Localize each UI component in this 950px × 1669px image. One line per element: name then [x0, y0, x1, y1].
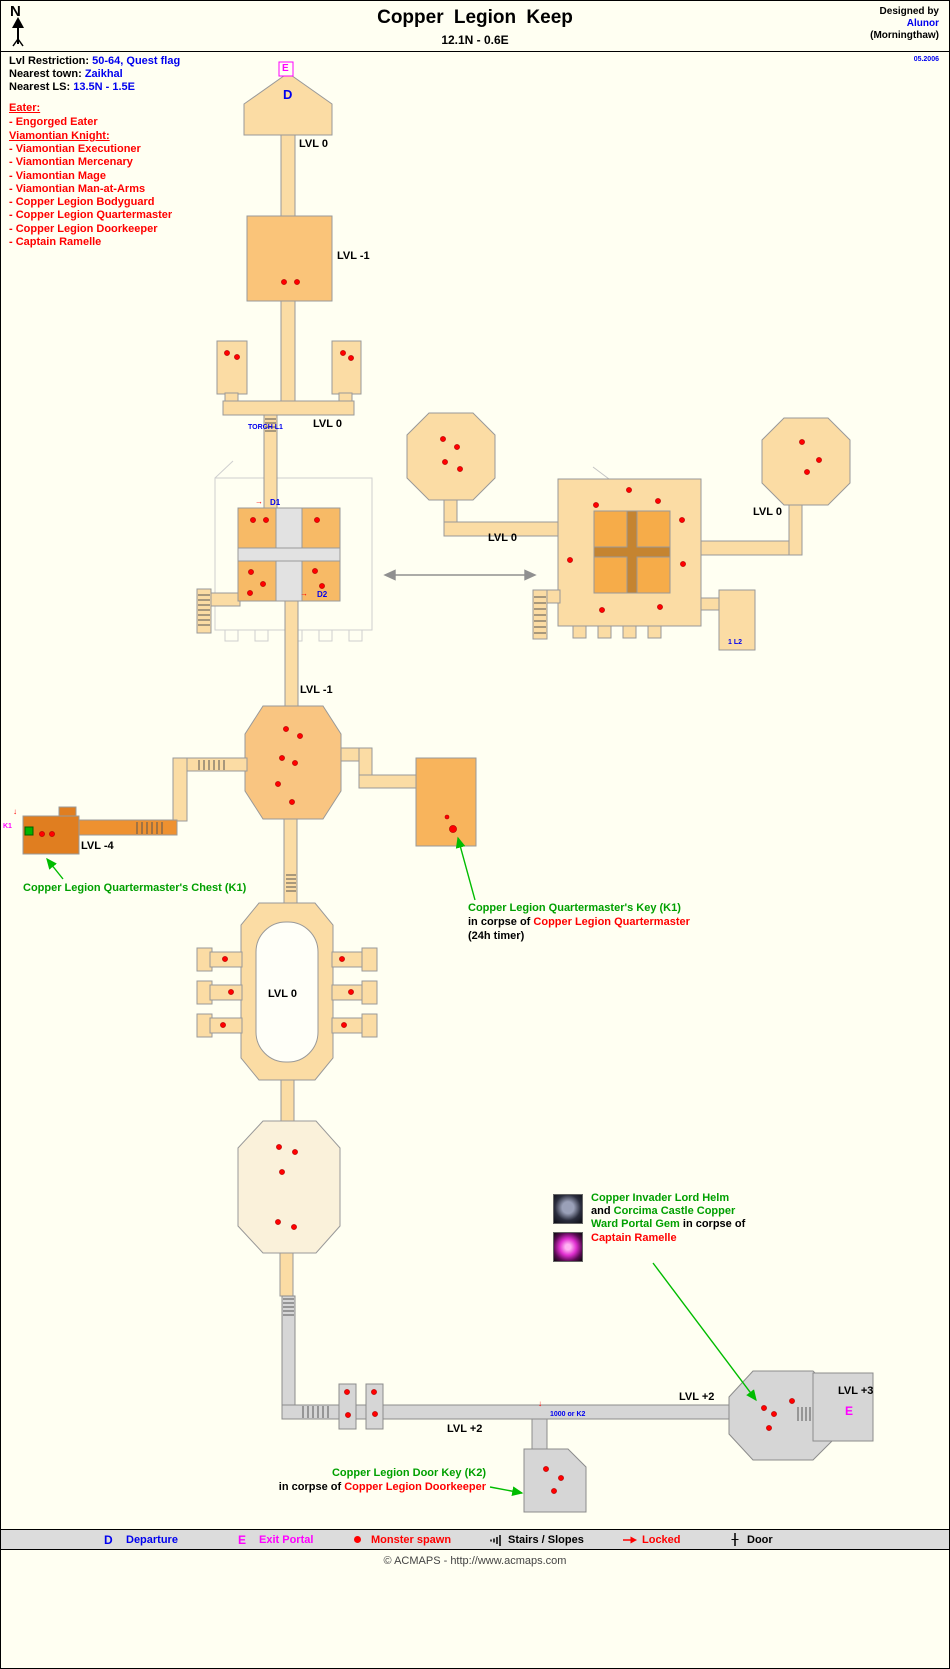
knight-item: - Captain Ramelle	[9, 236, 102, 249]
surface-complex	[406, 412, 851, 651]
key2-monster: Copper Legion Doorkeeper	[344, 1481, 486, 1493]
annotation-lines	[46, 836, 757, 1497]
key1-annotation-line3: (24h timer)	[468, 930, 525, 942]
stadium-inner	[255, 921, 319, 1063]
key1-annotation-line2: in corpse of Copper Legion Quartermaster	[468, 916, 690, 929]
nearest-town-value: Zaikhal	[84, 68, 123, 80]
lvl-label: LVL -1	[300, 684, 333, 696]
chest-annotation: Copper Legion Quartermaster's Chest (K1)	[23, 882, 247, 894]
four-room-complex	[237, 507, 341, 602]
lvl-label: LVL 0	[488, 532, 517, 544]
ramelle-item2a: Corcima Castle Copper	[613, 1205, 736, 1217]
legend-departure-label: Departure	[126, 1534, 178, 1546]
lvl-label: LVL 0	[299, 138, 328, 150]
map-date: 05.2006	[913, 56, 939, 63]
knight-item: - Copper Legion Doorkeeper	[9, 222, 158, 235]
lvl-label: LVL -4	[81, 840, 114, 852]
door-d1-label: D1	[270, 498, 281, 507]
north-arrow-icon	[12, 17, 24, 47]
lvl-label: LVL +2	[679, 1391, 715, 1403]
legend-locked-label: Locked	[642, 1534, 681, 1546]
key1-monster: Copper Legion Quartermaster	[533, 916, 690, 928]
designer-block: Designed by Alunor (Morningthaw)	[870, 6, 939, 41]
departure-label: D	[283, 87, 293, 102]
gem-item-icon	[553, 1232, 583, 1262]
l2-note: 1 L2	[728, 639, 743, 646]
legend-departure-key: D	[104, 1533, 113, 1547]
north-label: N	[10, 3, 21, 20]
key2-in-corpse: in corpse of	[278, 1481, 345, 1493]
ramelle-annotation-line3: Ward Portal Gem in corpse of	[591, 1218, 745, 1231]
stairs-hatches	[136, 418, 811, 1421]
knight-item: - Viamontian Mage	[9, 169, 106, 182]
lvl-label: LVL -1	[337, 250, 370, 262]
nearest-ls-row: Nearest LS: 13.5N - 1.5E	[9, 81, 135, 94]
ramelle-annotation-line2: and Corcima Castle Copper	[591, 1205, 735, 1218]
ramelle-and: and	[591, 1205, 614, 1217]
legend-monster-label: Monster spawn	[371, 1534, 452, 1546]
lvl-label: LVL 0	[313, 418, 342, 430]
header-divider	[1, 51, 949, 52]
ramelle-annotation-line1: Copper Invader Lord Helm	[591, 1192, 730, 1204]
key2-annotation-line2: in corpse of Copper Legion Doorkeeper	[201, 1481, 486, 1494]
knight-item: - Viamontian Man-at-Arms	[9, 182, 146, 195]
lock-icon: →	[255, 497, 263, 506]
lock-icon: →	[300, 589, 308, 598]
stairs-icon	[490, 1535, 501, 1546]
designer-world: (Morningthaw)	[870, 29, 939, 41]
lock-icon: ↓	[13, 807, 17, 816]
ramelle-annotation-line4: Captain Ramelle	[591, 1232, 677, 1244]
nearest-town-label: Nearest town:	[9, 68, 82, 80]
key1-in-corpse: in corpse of	[468, 916, 534, 928]
k1-marker-label: K1	[3, 823, 12, 830]
lvl-label: LVL +3	[838, 1385, 874, 1397]
legend-exit-label: Exit Portal	[259, 1534, 314, 1546]
eater-group-title: Eater:	[9, 102, 41, 114]
door-icon	[731, 1533, 739, 1546]
knight-item: - Copper Legion Bodyguard	[9, 196, 155, 209]
lock-icon: ↓	[538, 1399, 542, 1408]
nearest-ls-value: 13.5N - 1.5E	[73, 81, 135, 93]
knight-item: - Viamontian Mercenary	[9, 156, 133, 169]
legend-bar	[1, 1529, 949, 1550]
helm-item-icon	[553, 1194, 583, 1224]
torch-note: TORCH L1	[248, 424, 283, 431]
monster-spawns	[39, 279, 822, 1494]
exit-portal-bottom-label: E	[845, 1404, 854, 1418]
key2-annotation-line1: Copper Legion Door Key (K2)	[331, 1467, 486, 1479]
monster-spawn-icon	[354, 1536, 361, 1543]
nearest-ls-label: Nearest LS:	[9, 81, 71, 93]
ramelle-in-corpse: in corpse of	[682, 1218, 746, 1230]
door-d2-label: D2	[317, 590, 328, 599]
locked-icon	[623, 1536, 637, 1544]
designer-name: Alunor	[906, 17, 939, 29]
knight-group-title: Viamontian Knight:	[9, 130, 110, 142]
lock-note: 1000 or K2	[550, 1411, 586, 1418]
designed-by-label: Designed by	[879, 6, 939, 17]
lvl-restriction-value: 50-64, Quest flag	[92, 55, 181, 67]
lvl-restriction-label: Lvl Restriction:	[9, 55, 90, 67]
lvl-label: LVL +2	[447, 1423, 483, 1435]
legend-stairs-label: Stairs / Slopes	[508, 1534, 584, 1546]
page-title: Copper Legion Keep	[377, 7, 573, 28]
knight-item: - Copper Legion Quartermaster	[9, 209, 173, 222]
legend-door-label: Door	[747, 1534, 773, 1546]
level-link-arrow	[383, 569, 537, 581]
footer-copyright: © ACMAPS - http://www.acmaps.com	[383, 1555, 567, 1567]
lvl-label: LVL 0	[753, 506, 782, 518]
chest-marker	[24, 826, 34, 836]
key1-annotation-line1: Copper Legion Quartermaster's Key (K1)	[468, 902, 681, 914]
legend-exit-key: E	[238, 1533, 247, 1547]
exit-portal-box	[278, 61, 294, 77]
nearest-town-row: Nearest town: Zaikhal	[9, 68, 123, 81]
knight-item: - Viamontian Executioner	[9, 143, 141, 155]
eater-item: - Engorged Eater	[9, 116, 98, 128]
knight-list: - Viamontian Executioner - Viamontian Me…	[9, 143, 172, 249]
page-subtitle: 12.1N - 0.6E	[441, 33, 509, 47]
lvl-restriction-row: Lvl Restriction: 50-64, Quest flag	[9, 55, 180, 68]
exit-portal-top-label: E	[282, 63, 289, 74]
ramelle-item2b: Ward Portal Gem	[591, 1218, 683, 1230]
lvl-label: LVL 0	[268, 988, 297, 1000]
